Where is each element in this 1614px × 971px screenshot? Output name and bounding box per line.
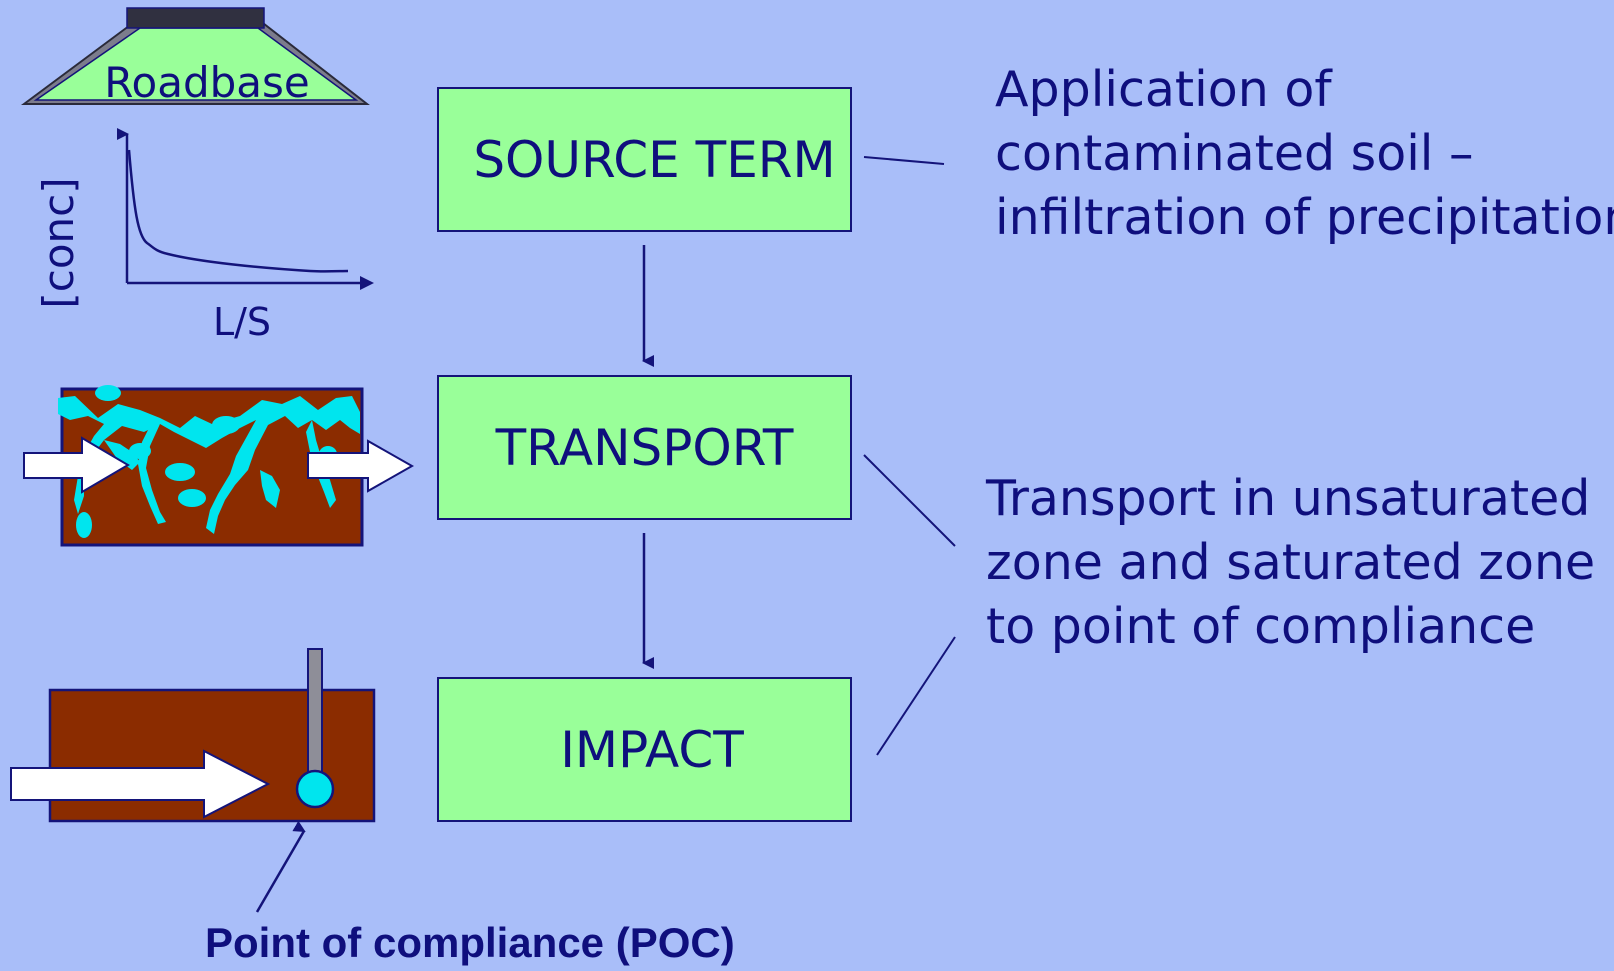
- source-term-note: Application of contaminated soil – infil…: [995, 58, 1614, 250]
- x-axis-label: L/S: [213, 300, 271, 344]
- porous-soil-illustration: [23, 385, 415, 547]
- transport-note: Transport in unsaturated zone and satura…: [986, 467, 1595, 659]
- impact-label: IMPACT: [560, 720, 744, 779]
- leaching-curve: [conc] L/S: [34, 128, 374, 344]
- transport-label: TRANSPORT: [495, 418, 794, 477]
- inflow-arrow: [23, 436, 130, 494]
- roadbase-label: Roadbase: [104, 58, 310, 107]
- note-line: Application of: [995, 61, 1332, 118]
- concentration-curve: [127, 149, 349, 273]
- y-axis-label: [conc]: [34, 177, 83, 308]
- monitoring-well: [307, 648, 323, 778]
- connector-transport-note: [863, 454, 956, 547]
- note-line: Transport in unsaturated: [986, 470, 1591, 527]
- poc-pointer: [255, 820, 306, 913]
- outflow-arrow: [307, 439, 415, 493]
- compliance-well-illustration: [10, 648, 376, 913]
- poc-label: Point of compliance (POC): [205, 919, 735, 966]
- note-line: zone and saturated zone: [986, 534, 1596, 591]
- connector-source-note: [863, 156, 945, 165]
- note-line: contaminated soil –: [995, 125, 1474, 182]
- source-term-label: SOURCE TERM: [473, 130, 836, 189]
- transport-box: TRANSPORT: [437, 375, 852, 520]
- roadbase-illustration: Roadbase: [20, 7, 370, 107]
- note-line: to point of compliance: [986, 598, 1536, 655]
- groundwater-flow-arrow: [10, 749, 271, 819]
- impact-box: IMPACT: [437, 677, 852, 822]
- poc-marker: [295, 769, 335, 809]
- source-term-box: SOURCE TERM: [437, 87, 852, 232]
- note-line: infiltration of precipitation: [995, 189, 1614, 246]
- x-axis-arrowhead: [360, 276, 374, 290]
- connector-impact-note: [876, 636, 956, 756]
